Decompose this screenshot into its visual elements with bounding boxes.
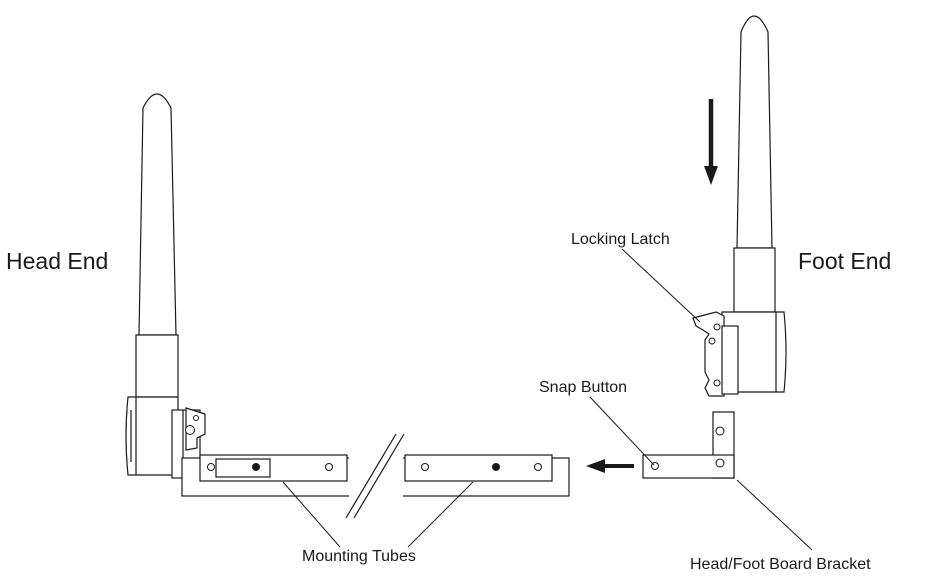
leader-bracket	[736, 479, 813, 551]
bracket-label: Head/Foot Board Bracket	[690, 556, 871, 573]
mounting-tube-right	[404, 454, 553, 482]
mounting-tube-left	[199, 454, 348, 482]
snap-button-label: Snap Button	[539, 379, 627, 396]
head-foot-board-bracket	[642, 411, 735, 479]
down-arrow	[704, 99, 718, 185]
leader-snap-button	[589, 396, 655, 466]
left-arrow	[586, 459, 634, 473]
foot-end-label: Foot End	[798, 248, 891, 274]
leader-mounting-tube-right	[407, 481, 474, 548]
head-end-label: Head End	[6, 248, 108, 274]
locking-latch-label: Locking Latch	[571, 231, 670, 248]
head-end-post	[125, 93, 206, 479]
foot-end-post	[692, 15, 787, 397]
break-lines	[345, 433, 405, 519]
leader-mounting-tube-left	[282, 481, 341, 548]
mounting-tubes-label: Mounting Tubes	[302, 548, 416, 565]
leader-locking-latch	[621, 248, 701, 323]
